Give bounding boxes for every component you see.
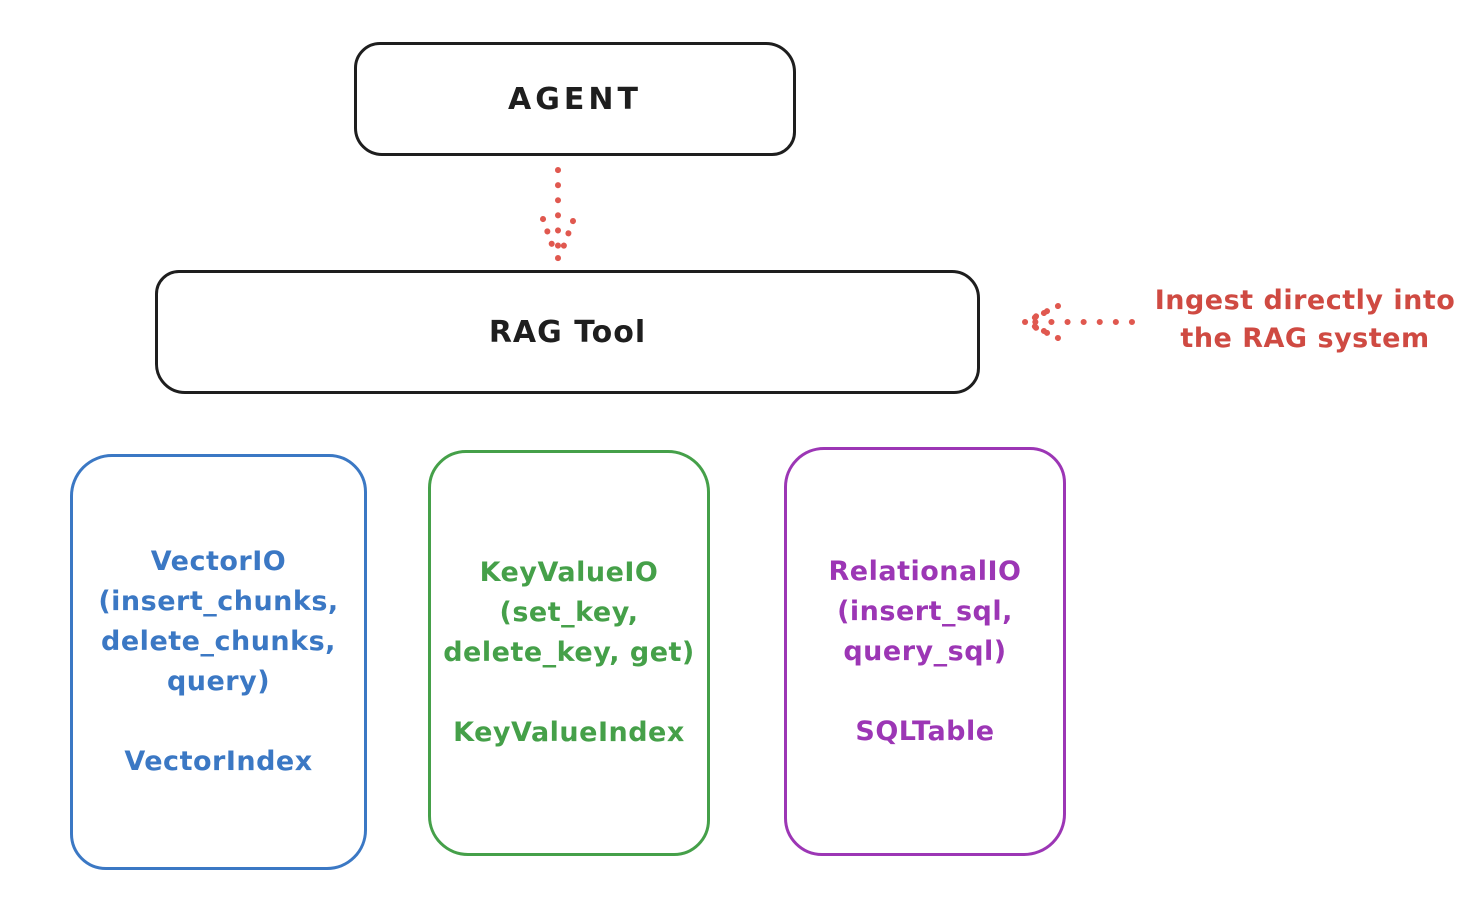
relationalio-box: RelationalIO (insert_sql, query_sql) SQL… [784,447,1066,856]
relationalio-line-3: query_sql) [843,635,1007,667]
keyvalueio-line-1: KeyValueIO [479,557,659,588]
keyvalueio-label: KeyValueIO (set_key, delete_key, get) Ke… [443,553,695,753]
rag-tool-box: RAG Tool [155,270,980,394]
sqltable-label: SQLTable [855,715,995,747]
relationalio-label: RelationalIO (insert_sql, query_sql) SQL… [829,552,1022,752]
annotation-line-2: the RAG system [1180,323,1430,354]
ingest-annotation: Ingest directly into the RAG system [1140,282,1470,358]
keyvalueio-line-3: delete_key, get) [443,637,695,668]
rag-tool-label: RAG Tool [488,314,647,350]
keyvalueio-box: KeyValueIO (set_key, delete_key, get) Ke… [428,450,710,856]
vectorindex-label: VectorIndex [124,746,313,777]
relationalio-line-1: RelationalIO [828,555,1022,587]
ingest-annotation-arrow [1022,303,1135,341]
keyvalueio-line-2: (set_key, [499,597,639,628]
agent-box: AGENT [354,42,796,156]
vectorio-line-3: delete_chunks, [101,626,336,657]
relationalio-line-2: (insert_sql, [837,595,1013,627]
vectorio-line-1: VectorIO [150,546,287,577]
vectorio-box: VectorIO (insert_chunks, delete_chunks, … [70,454,367,870]
vectorio-label: VectorIO (insert_chunks, delete_chunks, … [98,542,338,782]
agent-label: AGENT [508,81,642,117]
annotation-line-1: Ingest directly into [1154,285,1456,316]
vectorio-line-2: (insert_chunks, [98,586,339,617]
keyvalueindex-label: KeyValueIndex [453,717,685,748]
vectorio-line-4: query) [166,666,271,697]
